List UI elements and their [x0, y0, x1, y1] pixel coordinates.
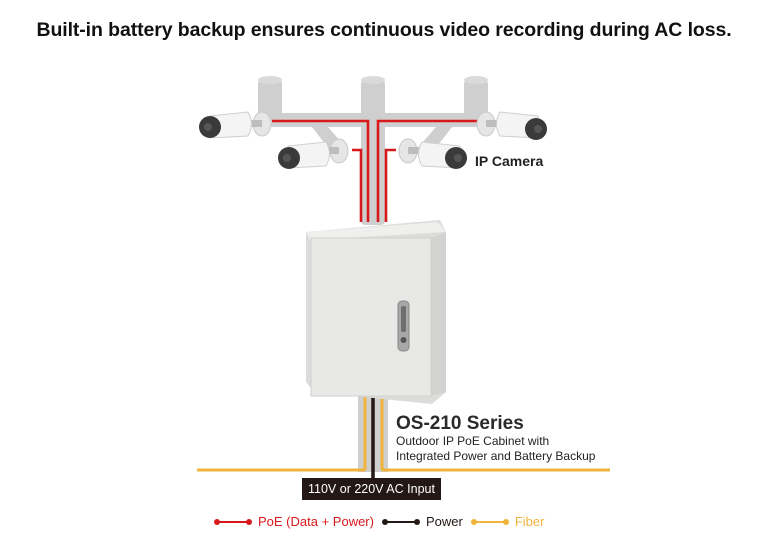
page-title: Built-in battery backup ensures continuo…: [36, 19, 732, 41]
ip-camera-label: IP Camera: [475, 153, 544, 169]
ac-input-label: 110V or 220V AC Input: [302, 478, 441, 500]
camera-bottom-left: [278, 138, 349, 169]
input-conduit: [358, 385, 388, 478]
fiber-line-icon: [470, 518, 509, 525]
product-description-line-1: Outdoor IP PoE Cabinet with: [396, 434, 550, 448]
legend-item-power: Power: [381, 514, 463, 529]
legend-item-fiber: Fiber: [470, 514, 545, 529]
legend-item-poe: PoE (Data + Power): [214, 514, 374, 529]
product-series-title: OS-210 Series: [396, 413, 524, 434]
camera-top-left: [199, 111, 272, 139]
legend-label-fiber: Fiber: [514, 514, 545, 529]
poe-line-icon: [214, 518, 252, 525]
camera-bottom-right: [398, 138, 467, 169]
product-description-line-2: Integrated Power and Battery Backup: [396, 449, 596, 463]
poe-cabinet: [306, 220, 446, 404]
power-line-icon: [381, 518, 420, 525]
product-description: Outdoor IP PoE Cabinet with Integrated P…: [396, 434, 595, 464]
legend-label-poe: PoE (Data + Power): [258, 514, 374, 529]
legend: PoE (Data + Power) Power Fiber: [214, 514, 554, 529]
camera-top-right: [476, 111, 547, 140]
poe-cables: [272, 119, 480, 222]
legend-label-power: Power: [425, 514, 463, 529]
